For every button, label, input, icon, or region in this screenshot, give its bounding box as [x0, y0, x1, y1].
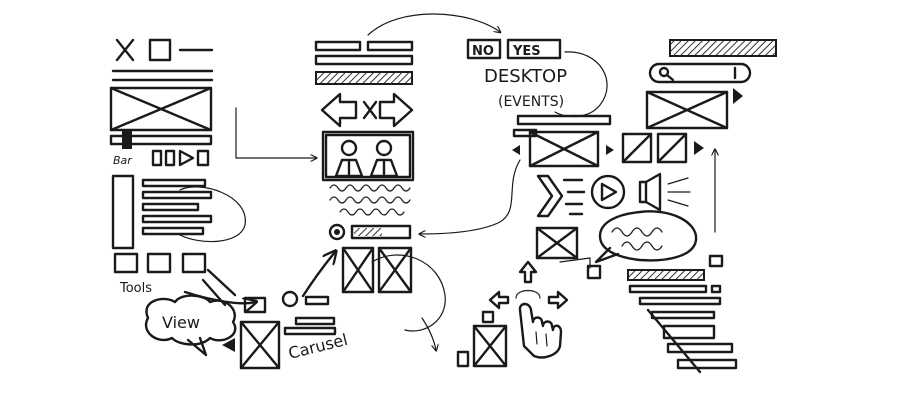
- label-view: View: [162, 313, 200, 332]
- image-placeholder-icon: [109, 86, 213, 132]
- connector-arrow-left: [235, 107, 316, 158]
- nav-arrows-icon: [320, 92, 414, 128]
- touch-gesture-icon: [488, 260, 569, 359]
- yes-button-sketch: YES: [506, 38, 562, 60]
- carousel-left-arrow-icon: [222, 338, 235, 352]
- pointer-connector: [559, 257, 591, 269]
- comment-bubble-sketch: [594, 210, 698, 264]
- tool-boxes-sketch: [113, 252, 207, 274]
- hatched-bar-lower: [627, 269, 705, 281]
- down-arrow-icon: [421, 317, 436, 350]
- text-lines-sketch: [111, 69, 214, 82]
- small-image-placeholders: [621, 132, 704, 164]
- connector-arrow-top: [367, 13, 500, 36]
- twin-image-placeholders: [341, 246, 413, 294]
- bar-chart-sketch: [151, 149, 210, 167]
- letter-u-right-column: [314, 40, 446, 350]
- tiny-square: [481, 310, 495, 324]
- slider-sketch: [109, 131, 213, 149]
- image-placeholder-bottom: [472, 324, 508, 368]
- hatched-header-bar: [669, 39, 777, 57]
- label-desktop: DESKTOP: [484, 66, 567, 87]
- carousel-image-placeholder: [239, 320, 281, 370]
- small-widgets-sketch: [243, 290, 337, 336]
- text-snippet-sketch: [562, 178, 586, 216]
- letter-x-lower-right: [627, 254, 738, 374]
- curve-up-arrow-icon: [301, 252, 335, 298]
- letter-u-left-column: Bar Tools: [109, 38, 246, 296]
- list-panel-sketch: [111, 174, 246, 250]
- label-yes: YES: [512, 44, 541, 59]
- small-checkbox: [586, 264, 602, 280]
- letter-x-upper-right: [645, 39, 777, 233]
- play-button-icon: [590, 174, 626, 210]
- speaker-icon: [638, 172, 691, 212]
- connector-arrow-middle: [420, 159, 521, 234]
- x-stroke-lower: [646, 308, 702, 374]
- label-tools: Tools: [119, 281, 152, 296]
- image-placeholder-small: [535, 226, 579, 260]
- view-speech-cloud: View: [144, 294, 237, 357]
- letter-x-center: [512, 130, 704, 280]
- small-square: [456, 350, 470, 368]
- search-bar-sketch: [648, 62, 752, 84]
- window-controls-icon: [115, 38, 214, 62]
- no-button-sketch: NO: [466, 38, 502, 60]
- people-photo-frame: [321, 130, 415, 182]
- label-bar: Bar: [113, 154, 133, 167]
- letter-x-lower-left: [456, 260, 569, 368]
- media-block-sketch: [512, 130, 614, 168]
- radio-progress-sketch: [328, 223, 412, 241]
- letter-x-upper-left: NO YES DESKTOP (EVENTS): [466, 38, 612, 138]
- chevron-right-icon: [536, 174, 564, 218]
- handwritten-lines-sketch: [329, 184, 411, 216]
- image-placeholder-right: [645, 88, 743, 130]
- header-bars-sketch: [314, 40, 414, 85]
- label-no: NO: [472, 44, 494, 59]
- letter-u-bottom: View Carusel: [144, 252, 350, 370]
- label-events: (EVENTS): [498, 94, 564, 110]
- highlight-circle: [371, 254, 446, 332]
